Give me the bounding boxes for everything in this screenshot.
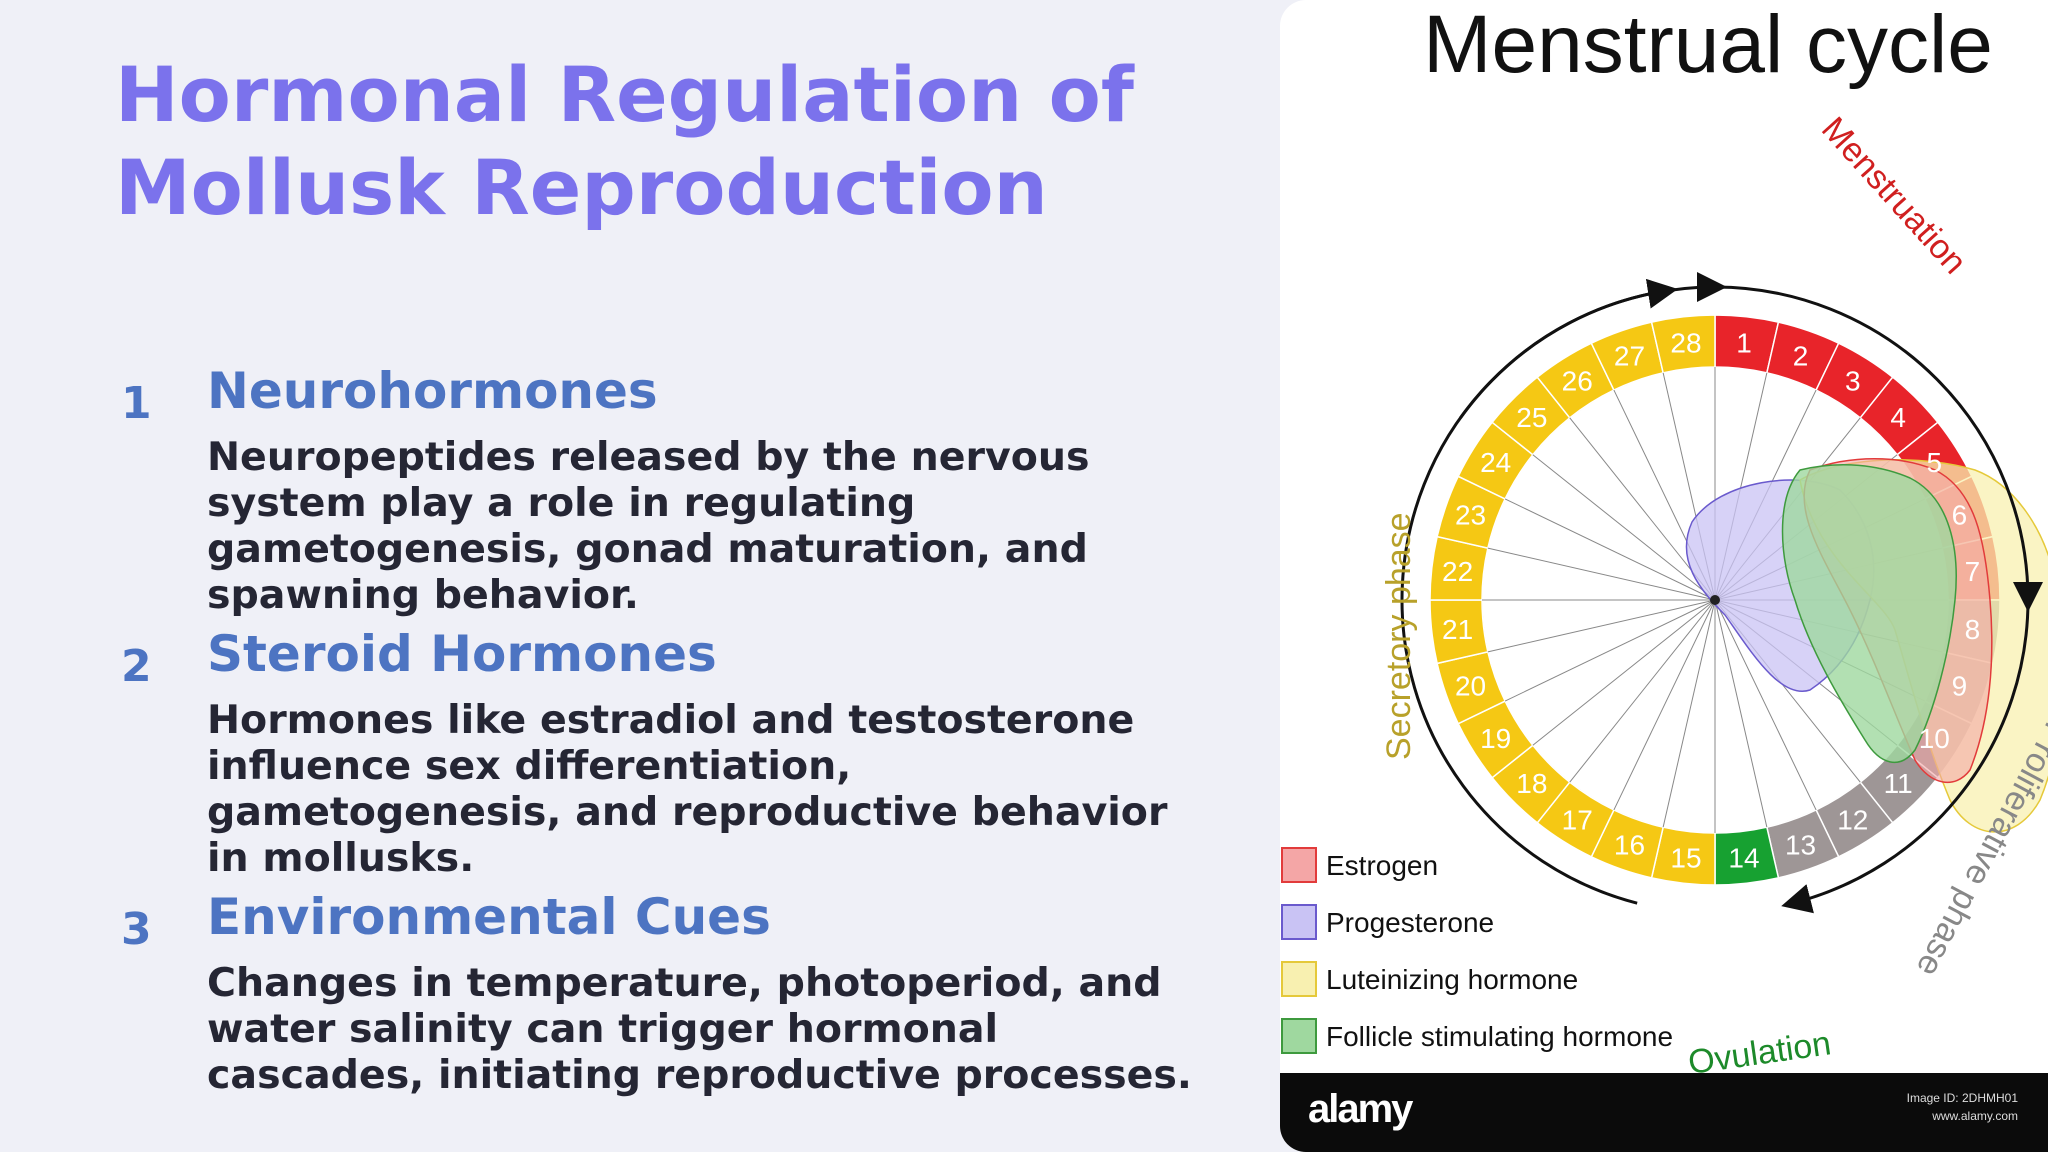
day-number: 28 bbox=[1670, 328, 1701, 359]
spoke-line bbox=[1662, 599, 1716, 828]
day-number: 12 bbox=[1837, 804, 1868, 835]
list-item: 2 Steroid Hormones Hormones like estradi… bbox=[115, 623, 1195, 886]
day-number: 20 bbox=[1455, 671, 1486, 702]
slide-title: Hormonal Regulation of Mollusk Reproduct… bbox=[115, 50, 1134, 232]
spoke-line bbox=[1487, 599, 1716, 653]
legend-swatch bbox=[1281, 847, 1317, 883]
day-number: 11 bbox=[1884, 768, 1913, 799]
day-number: 7 bbox=[1965, 556, 1981, 587]
day-number: 3 bbox=[1845, 366, 1861, 397]
legend-label: Luteinizing hormone bbox=[1326, 964, 1578, 995]
item-body: Neuropeptides released by the nervous sy… bbox=[207, 434, 1090, 618]
spoke-line bbox=[1532, 454, 1716, 601]
day-number: 10 bbox=[1919, 723, 1950, 754]
list-item: 3 Environmental Cues Changes in temperat… bbox=[115, 886, 1195, 1149]
day-number: 16 bbox=[1614, 829, 1645, 860]
day-number: 14 bbox=[1728, 842, 1759, 873]
day-number: 23 bbox=[1455, 499, 1486, 530]
day-number: 21 bbox=[1442, 614, 1473, 645]
secretory-label: Secretory phase bbox=[1380, 512, 1418, 760]
item-heading: Neurohormones bbox=[207, 362, 658, 420]
item-number: 3 bbox=[121, 904, 152, 955]
item-heading: Steroid Hormones bbox=[207, 625, 717, 683]
spoke-line bbox=[1504, 599, 1716, 702]
day-number: 9 bbox=[1952, 671, 1968, 702]
arc-proliferative bbox=[1781, 599, 2030, 914]
day-number: 6 bbox=[1952, 499, 1968, 530]
list-item: 1 Neurohormones Neuropeptides released b… bbox=[115, 360, 1195, 623]
day-number: 22 bbox=[1442, 556, 1473, 587]
spoke-line bbox=[1487, 547, 1716, 601]
day-number: 4 bbox=[1890, 402, 1906, 433]
arc-menstruation bbox=[1714, 285, 2043, 612]
image-url-text: www.alamy.com bbox=[1932, 1109, 2018, 1123]
day-number: 8 bbox=[1965, 614, 1981, 645]
day-number: 27 bbox=[1614, 341, 1645, 372]
spoke-line bbox=[1613, 599, 1716, 811]
spoke-line bbox=[1569, 599, 1716, 783]
legend-swatch bbox=[1281, 904, 1317, 940]
legend-label: Follicle stimulating hormone bbox=[1326, 1021, 1673, 1052]
day-number: 17 bbox=[1562, 804, 1593, 835]
hormone-blobs bbox=[1685, 458, 2048, 833]
arc-secretory bbox=[1400, 278, 1678, 905]
day-number: 5 bbox=[1927, 447, 1943, 478]
legend-label: Progesterone bbox=[1326, 907, 1494, 938]
day-number: 26 bbox=[1562, 366, 1593, 397]
item-body: Changes in temperature, photoperiod, and… bbox=[207, 960, 1192, 1098]
diagram-title: Menstrual cycle bbox=[1423, 0, 1993, 90]
legend-swatch bbox=[1281, 961, 1317, 997]
phase-arrows bbox=[1400, 272, 2043, 914]
spoke-line bbox=[1714, 599, 1768, 828]
day-number: 19 bbox=[1480, 723, 1511, 754]
item-heading: Environmental Cues bbox=[207, 888, 771, 946]
day-number: 24 bbox=[1480, 447, 1511, 478]
menstruation-label: Menstruation bbox=[1814, 110, 1974, 281]
spoke-line bbox=[1714, 599, 1817, 811]
image-credit: Image ID: 2DHMH01 www.alamy.com bbox=[1907, 1089, 2018, 1125]
item-number: 1 bbox=[121, 378, 152, 429]
item-number: 2 bbox=[121, 641, 152, 692]
fsh-blob bbox=[1781, 463, 1957, 764]
legend-label: Estrogen bbox=[1326, 850, 1438, 881]
image-id-text: Image ID: 2DHMH01 bbox=[1906, 1091, 2018, 1105]
day-number: 13 bbox=[1785, 829, 1816, 860]
item-body: Hormones like estradiol and testosterone… bbox=[207, 697, 1168, 881]
center-point bbox=[1710, 595, 1720, 605]
alamy-logo: alamy bbox=[1308, 1087, 1413, 1131]
day-number: 15 bbox=[1670, 842, 1701, 873]
spoke-line bbox=[1504, 498, 1716, 601]
legend-swatch bbox=[1281, 1018, 1317, 1054]
item-list: 1 Neurohormones Neuropeptides released b… bbox=[115, 360, 1195, 1149]
day-number: 1 bbox=[1736, 328, 1752, 359]
image-footer: alamy Image ID: 2DHMH01 www.alamy.com bbox=[1280, 1073, 2048, 1152]
spoke-line bbox=[1532, 599, 1716, 746]
day-number: 25 bbox=[1516, 402, 1547, 433]
day-number: 18 bbox=[1516, 768, 1547, 799]
slide-text-area: Hormonal Regulation of Mollusk Reproduct… bbox=[115, 50, 1195, 1149]
day-number: 2 bbox=[1793, 341, 1809, 372]
